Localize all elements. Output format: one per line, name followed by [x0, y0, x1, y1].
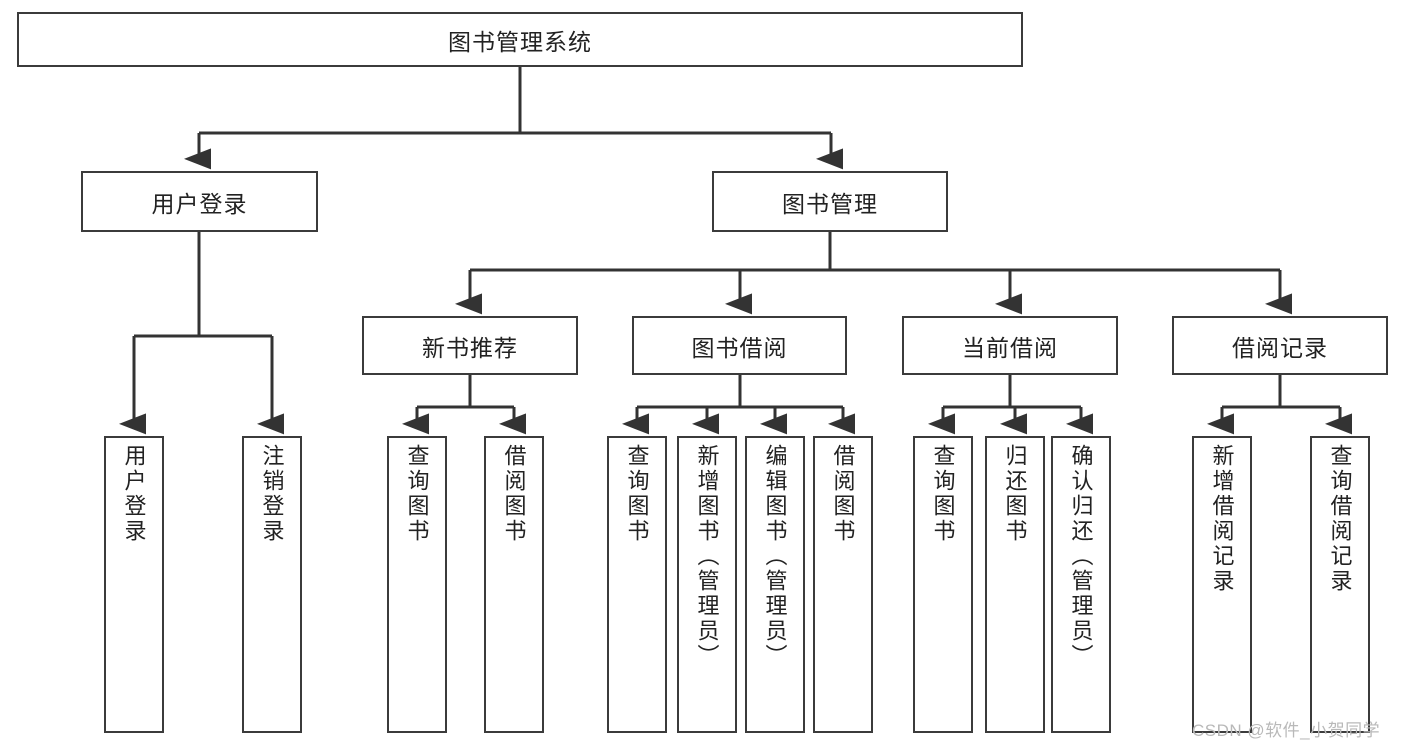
node-book-management-label: 图书管理: [782, 190, 878, 217]
leaf-add-borrow-record-label: 新增借阅记录: [1209, 444, 1235, 594]
node-root[interactable]: 图书管理系统: [17, 12, 1023, 67]
node-book-management[interactable]: 图书管理: [712, 171, 948, 232]
leaf-borrow-book-newbook-label: 借阅图书: [501, 444, 527, 544]
node-book-borrow-label: 图书借阅: [691, 334, 788, 361]
leaf-query-borrow-record-label: 查询借阅记录: [1327, 444, 1353, 594]
leaf-edit-book-admin-label: 编辑图书（管理员）: [762, 444, 788, 669]
leaf-query-book-newbook[interactable]: 查询图书: [387, 436, 447, 733]
leaf-logout[interactable]: 注销登录: [242, 436, 302, 733]
leaf-add-book-admin-label: 新增图书（管理员）: [694, 444, 720, 669]
leaf-edit-book-admin[interactable]: 编辑图书（管理员）: [745, 436, 805, 733]
leaf-borrow-book-newbook[interactable]: 借阅图书: [484, 436, 544, 733]
leaf-query-book-borrow[interactable]: 查询图书: [607, 436, 667, 733]
leaf-query-book-borrow-label: 查询图书: [624, 444, 650, 544]
leaf-confirm-return-admin[interactable]: 确认归还（管理员）: [1051, 436, 1111, 733]
leaf-confirm-return-admin-label: 确认归还（管理员）: [1068, 444, 1094, 669]
leaf-borrow-book[interactable]: 借阅图书: [813, 436, 873, 733]
node-new-book-recommend-label: 新书推荐: [422, 334, 518, 361]
leaf-add-borrow-record[interactable]: 新增借阅记录: [1192, 436, 1252, 733]
node-book-borrow[interactable]: 图书借阅: [632, 316, 847, 375]
leaf-query-borrow-record[interactable]: 查询借阅记录: [1310, 436, 1370, 733]
node-new-book-recommend[interactable]: 新书推荐: [362, 316, 578, 375]
node-current-borrow[interactable]: 当前借阅: [902, 316, 1118, 375]
leaf-return-book-label: 归还图书: [1002, 444, 1028, 544]
leaf-query-book-newbook-label: 查询图书: [404, 444, 430, 544]
node-borrow-records[interactable]: 借阅记录: [1172, 316, 1388, 375]
leaf-user-login-label: 用户登录: [121, 444, 147, 544]
node-user-login-label: 用户登录: [151, 190, 248, 217]
node-borrow-records-label: 借阅记录: [1232, 334, 1328, 361]
leaf-logout-label: 注销登录: [259, 444, 285, 544]
leaf-query-book-current[interactable]: 查询图书: [913, 436, 973, 733]
watermark: CSDN @软件_小贺同学: [1192, 721, 1381, 740]
leaf-query-book-current-label: 查询图书: [930, 444, 956, 544]
node-user-login[interactable]: 用户登录: [81, 171, 318, 232]
leaf-add-book-admin[interactable]: 新增图书（管理员）: [677, 436, 737, 733]
node-root-label: 图书管理系统: [448, 28, 592, 55]
node-current-borrow-label: 当前借阅: [962, 334, 1058, 361]
leaf-user-login[interactable]: 用户登录: [104, 436, 164, 733]
leaf-return-book[interactable]: 归还图书: [985, 436, 1045, 733]
leaf-borrow-book-label: 借阅图书: [830, 444, 856, 544]
